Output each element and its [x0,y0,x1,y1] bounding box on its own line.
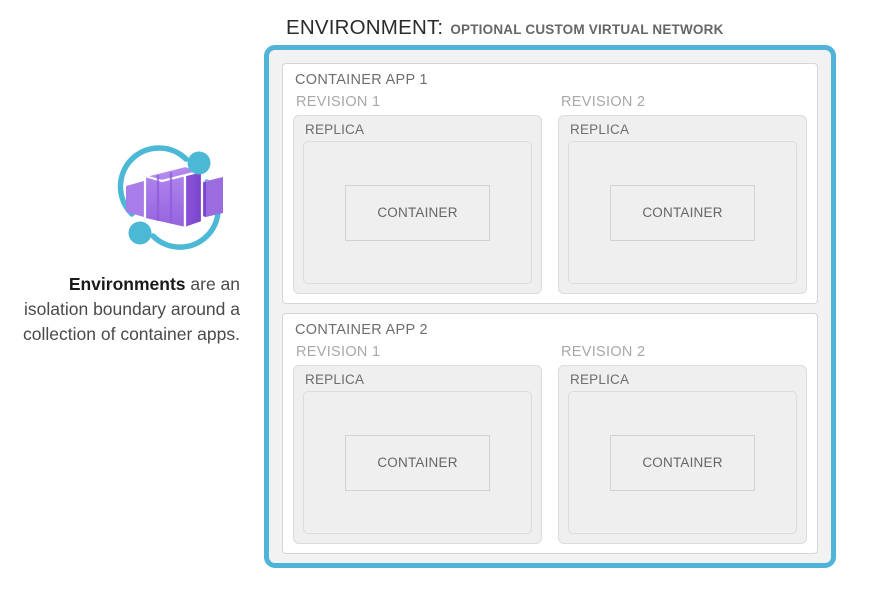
app2-revision-1-replica-inner: CONTAINER [303,391,532,534]
app2-revision-2-replica: REPLICA CONTAINER [558,365,807,544]
app2-revision-2: REVISION 2 REPLICA CONTAINER [558,344,807,544]
environment-boundary: CONTAINER APP 1 REVISION 1 REPLICA CONTA… [264,45,836,568]
app1-revision-1-container: CONTAINER [345,184,490,241]
title-subtitle: OPTIONAL CUSTOM VIRTUAL NETWORK [450,22,724,37]
app2-revision-1: REVISION 1 REPLICA CONTAINER [293,344,542,544]
container-app-2-title: CONTAINER APP 2 [295,322,428,338]
app1-revision-1: REVISION 1 REPLICA CONTAINER [293,94,542,294]
logo-dot-top [187,151,211,175]
app1-revision-1-replica-inner: CONTAINER [303,141,532,284]
app2-revision-2-container: CONTAINER [610,434,755,491]
app1-revision-1-replica: REPLICA CONTAINER [293,115,542,294]
app1-revision-2-replica-inner: CONTAINER [568,141,797,284]
app2-revision-1-replica-title: REPLICA [305,372,365,387]
caption-rest: are an isolation boundary around a colle… [23,274,240,344]
app1-revision-2-container: CONTAINER [610,184,755,241]
app2-revision-2-replica-inner: CONTAINER [568,391,797,534]
app1-revision-2-title: REVISION 2 [561,94,646,110]
app1-revision-1-title: REVISION 1 [296,94,381,110]
app2-revision-2-replica-title: REPLICA [570,372,630,387]
page-title: ENVIRONMENT: OPTIONAL CUSTOM VIRTUAL NET… [286,16,724,42]
app1-revision-1-replica-title: REPLICA [305,122,365,137]
app2-revision-1-container: CONTAINER [345,434,490,491]
app1-revision-2-replica: REPLICA CONTAINER [558,115,807,294]
caption-bold: Environments [68,274,186,294]
app2-revision-1-replica: REPLICA CONTAINER [293,365,542,544]
logo-dot-bottom [128,221,152,245]
app1-revision-2-replica-title: REPLICA [570,122,630,137]
app1-revision-2: REVISION 2 REPLICA CONTAINER [558,94,807,294]
container-app-1-revisions: REVISION 1 REPLICA CONTAINER REVISION 2 … [293,94,807,294]
title-main: ENVIRONMENT: [286,16,444,39]
app2-revision-2-title: REVISION 2 [561,344,646,360]
azure-container-apps-logo [110,138,228,256]
app2-revision-1-title: REVISION 1 [296,344,381,360]
container-app-1-title: CONTAINER APP 1 [295,72,428,88]
container-app-2-revisions: REVISION 1 REPLICA CONTAINER REVISION 2 … [293,344,807,544]
container-app-1: CONTAINER APP 1 REVISION 1 REPLICA CONTA… [282,63,818,304]
container-app-2: CONTAINER APP 2 REVISION 1 REPLICA CONTA… [282,313,818,554]
caption-text: Environments are an isolation boundary a… [8,272,240,347]
logo-svg [117,145,223,250]
left-panel: Environments are an isolation boundary a… [0,0,252,593]
